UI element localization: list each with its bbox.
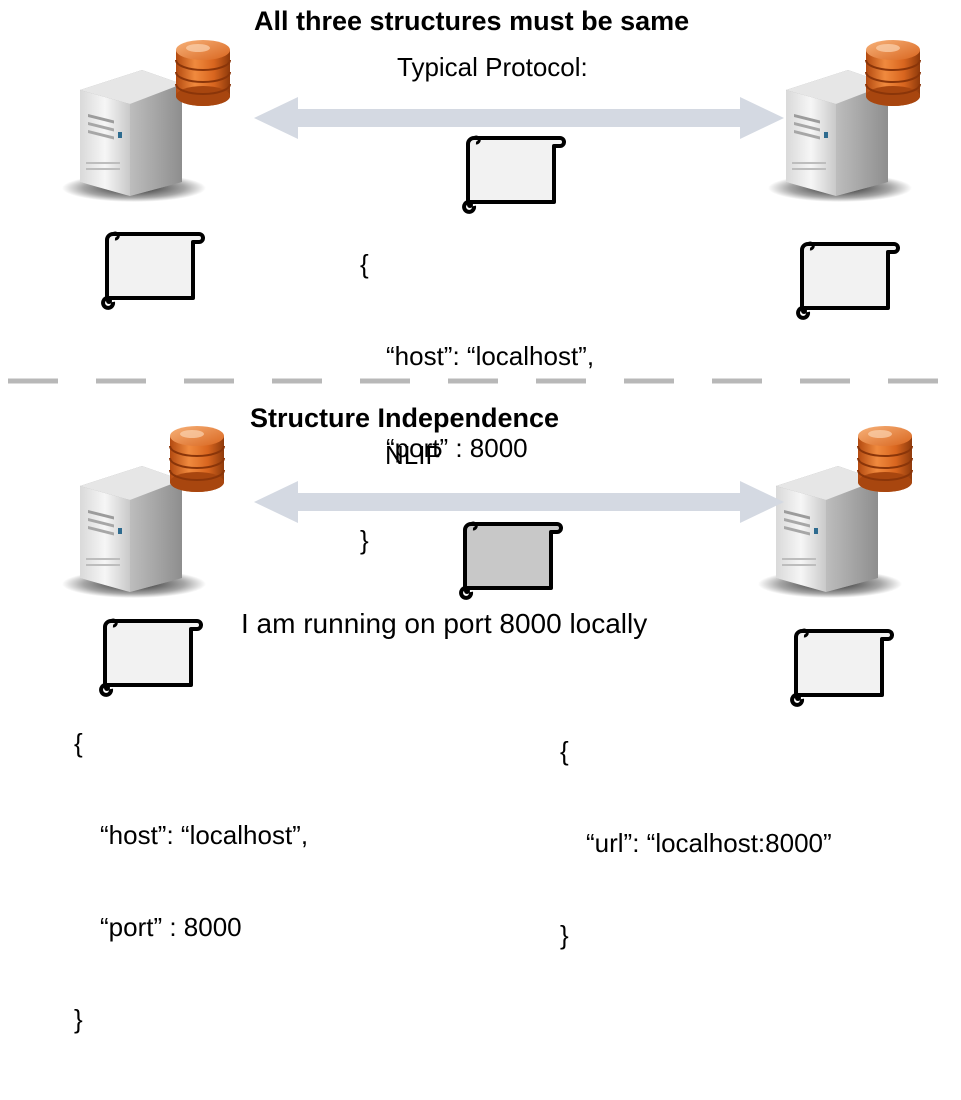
bottom-left-open-brace: { <box>74 728 83 758</box>
bottom-left-host-line: “host”: “localhost”, <box>100 820 309 850</box>
bottom-right-database-icon <box>857 425 913 493</box>
top-arrow-icon <box>254 97 784 139</box>
top-code-open-brace: { <box>360 249 369 279</box>
top-subtitle: Typical Protocol: <box>397 52 588 82</box>
bottom-right-code-block: { “url”: “localhost:8000” } <box>560 686 832 1014</box>
bottom-right-open-brace: { <box>560 736 569 766</box>
bottom-right-url-line: “url”: “localhost:8000” <box>586 828 832 858</box>
bottom-left-database-icon <box>169 425 225 493</box>
top-right-scroll-icon <box>796 241 900 320</box>
top-left-database-icon <box>175 39 231 107</box>
top-code-host-line: “host”: “localhost”, <box>386 341 595 371</box>
bottom-subtitle: NLIP <box>385 440 443 470</box>
bottom-left-port-line: “port” : 8000 <box>100 912 242 942</box>
top-code-port-line: “port” : 8000 <box>386 433 528 463</box>
nlip-message: I am running on port 8000 locally <box>241 608 648 639</box>
top-code-block: { “host”: “localhost”, “port” : 8000 } <box>360 199 594 619</box>
bottom-left-code-block: { “host”: “localhost”, “port” : 8000 } <box>74 678 308 1098</box>
top-code-close-brace: } <box>360 525 369 555</box>
top-title: All three structures must be same <box>254 6 690 36</box>
top-left-scroll-icon <box>101 231 205 310</box>
protocol-comparison-diagram: All three structures must be same Typica… <box>8 6 961 1032</box>
bottom-right-close-brace: } <box>560 920 569 950</box>
bottom-left-close-brace: } <box>74 1004 83 1034</box>
top-right-database-icon <box>865 39 921 107</box>
bottom-title: Structure Independence <box>250 403 560 433</box>
